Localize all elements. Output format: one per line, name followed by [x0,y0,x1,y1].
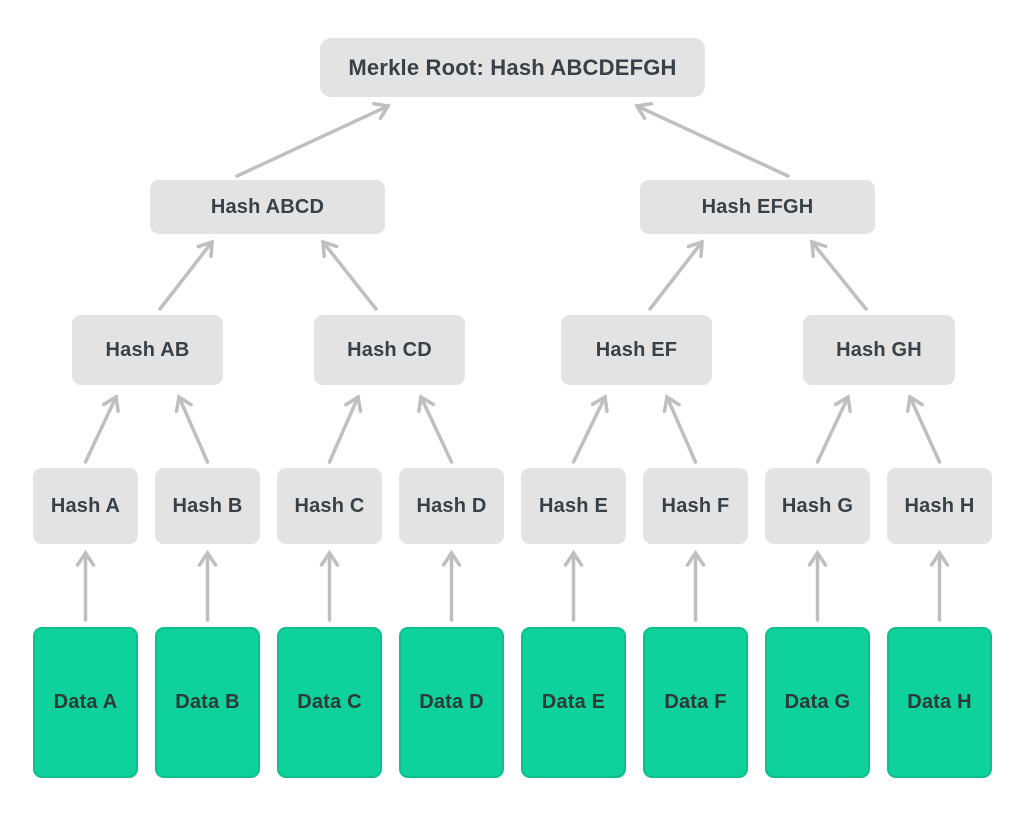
arrow-hash-g-to-hash-gh [815,394,852,464]
node-hash-d: Hash D [399,468,504,544]
leaf-data-d: Data D [399,627,504,778]
arrow-hash-h-to-hash-gh [905,394,942,464]
node-hash-efgh: Hash EFGH [640,180,875,234]
arrow-hash-d-to-hash-cd [417,394,454,464]
arrow-hash-ab-to-hash-abcd [158,239,214,311]
arrow-hash-e-to-hash-ef [571,394,609,464]
node-hash-ab: Hash AB [72,315,223,385]
leaf-data-c: Data C [277,627,382,778]
node-hash-b: Hash B [155,468,260,544]
arrow-hash-c-to-hash-cd [327,394,363,464]
arrow-hash-gh-to-hash-efgh [810,239,868,311]
node-hash-a: Hash A [33,468,138,544]
node-hash-ef: Hash EF [561,315,712,385]
node-hash-cd: Hash CD [314,315,465,385]
node-hash-e: Hash E [521,468,626,544]
leaf-data-f: Data F [643,627,748,778]
node-hash-gh: Hash GH [803,315,955,385]
node-hash-abcd: Hash ABCD [150,180,385,234]
arrow-hash-b-to-hash-ab [174,394,210,464]
arrow-hash-abcd-to-root [235,102,391,178]
arrow-hash-a-to-hash-ab [83,394,120,464]
arrow-hash-efgh-to-root [634,102,790,178]
leaf-data-h: Data H [887,627,992,778]
arrow-hash-cd-to-hash-abcd [321,239,378,311]
leaf-data-a: Data A [33,627,138,778]
node-hash-c: Hash C [277,468,382,544]
node-hash-g: Hash G [765,468,870,544]
arrow-hash-f-to-hash-ef [662,394,698,464]
node-merkle-root: Merkle Root: Hash ABCDEFGH [320,38,705,97]
leaf-data-e: Data E [521,627,626,778]
leaf-data-b: Data B [155,627,260,778]
node-hash-h: Hash H [887,468,992,544]
leaf-data-g: Data G [765,627,870,778]
node-hash-f: Hash F [643,468,748,544]
arrow-hash-ef-to-hash-efgh [648,239,704,311]
